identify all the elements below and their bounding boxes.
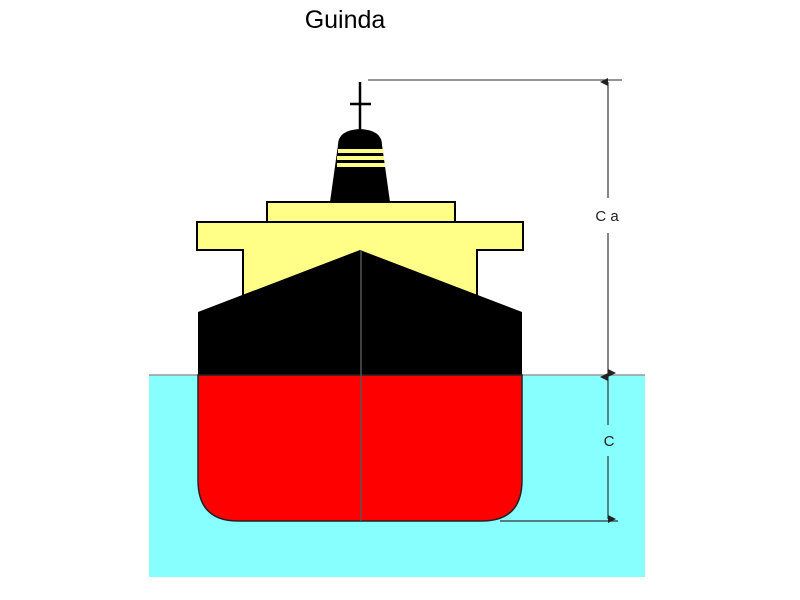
hull-below-water [197,374,523,522]
upper-deck [266,201,456,224]
diagram-title: Guinda [304,6,386,34]
funnel-stripe [337,163,385,167]
draft-label: C [604,433,615,450]
funnel-stripe [338,149,383,153]
hull-above-water [198,250,522,376]
funnel-stripe [337,156,384,160]
air-draft-label: C a [595,208,619,225]
